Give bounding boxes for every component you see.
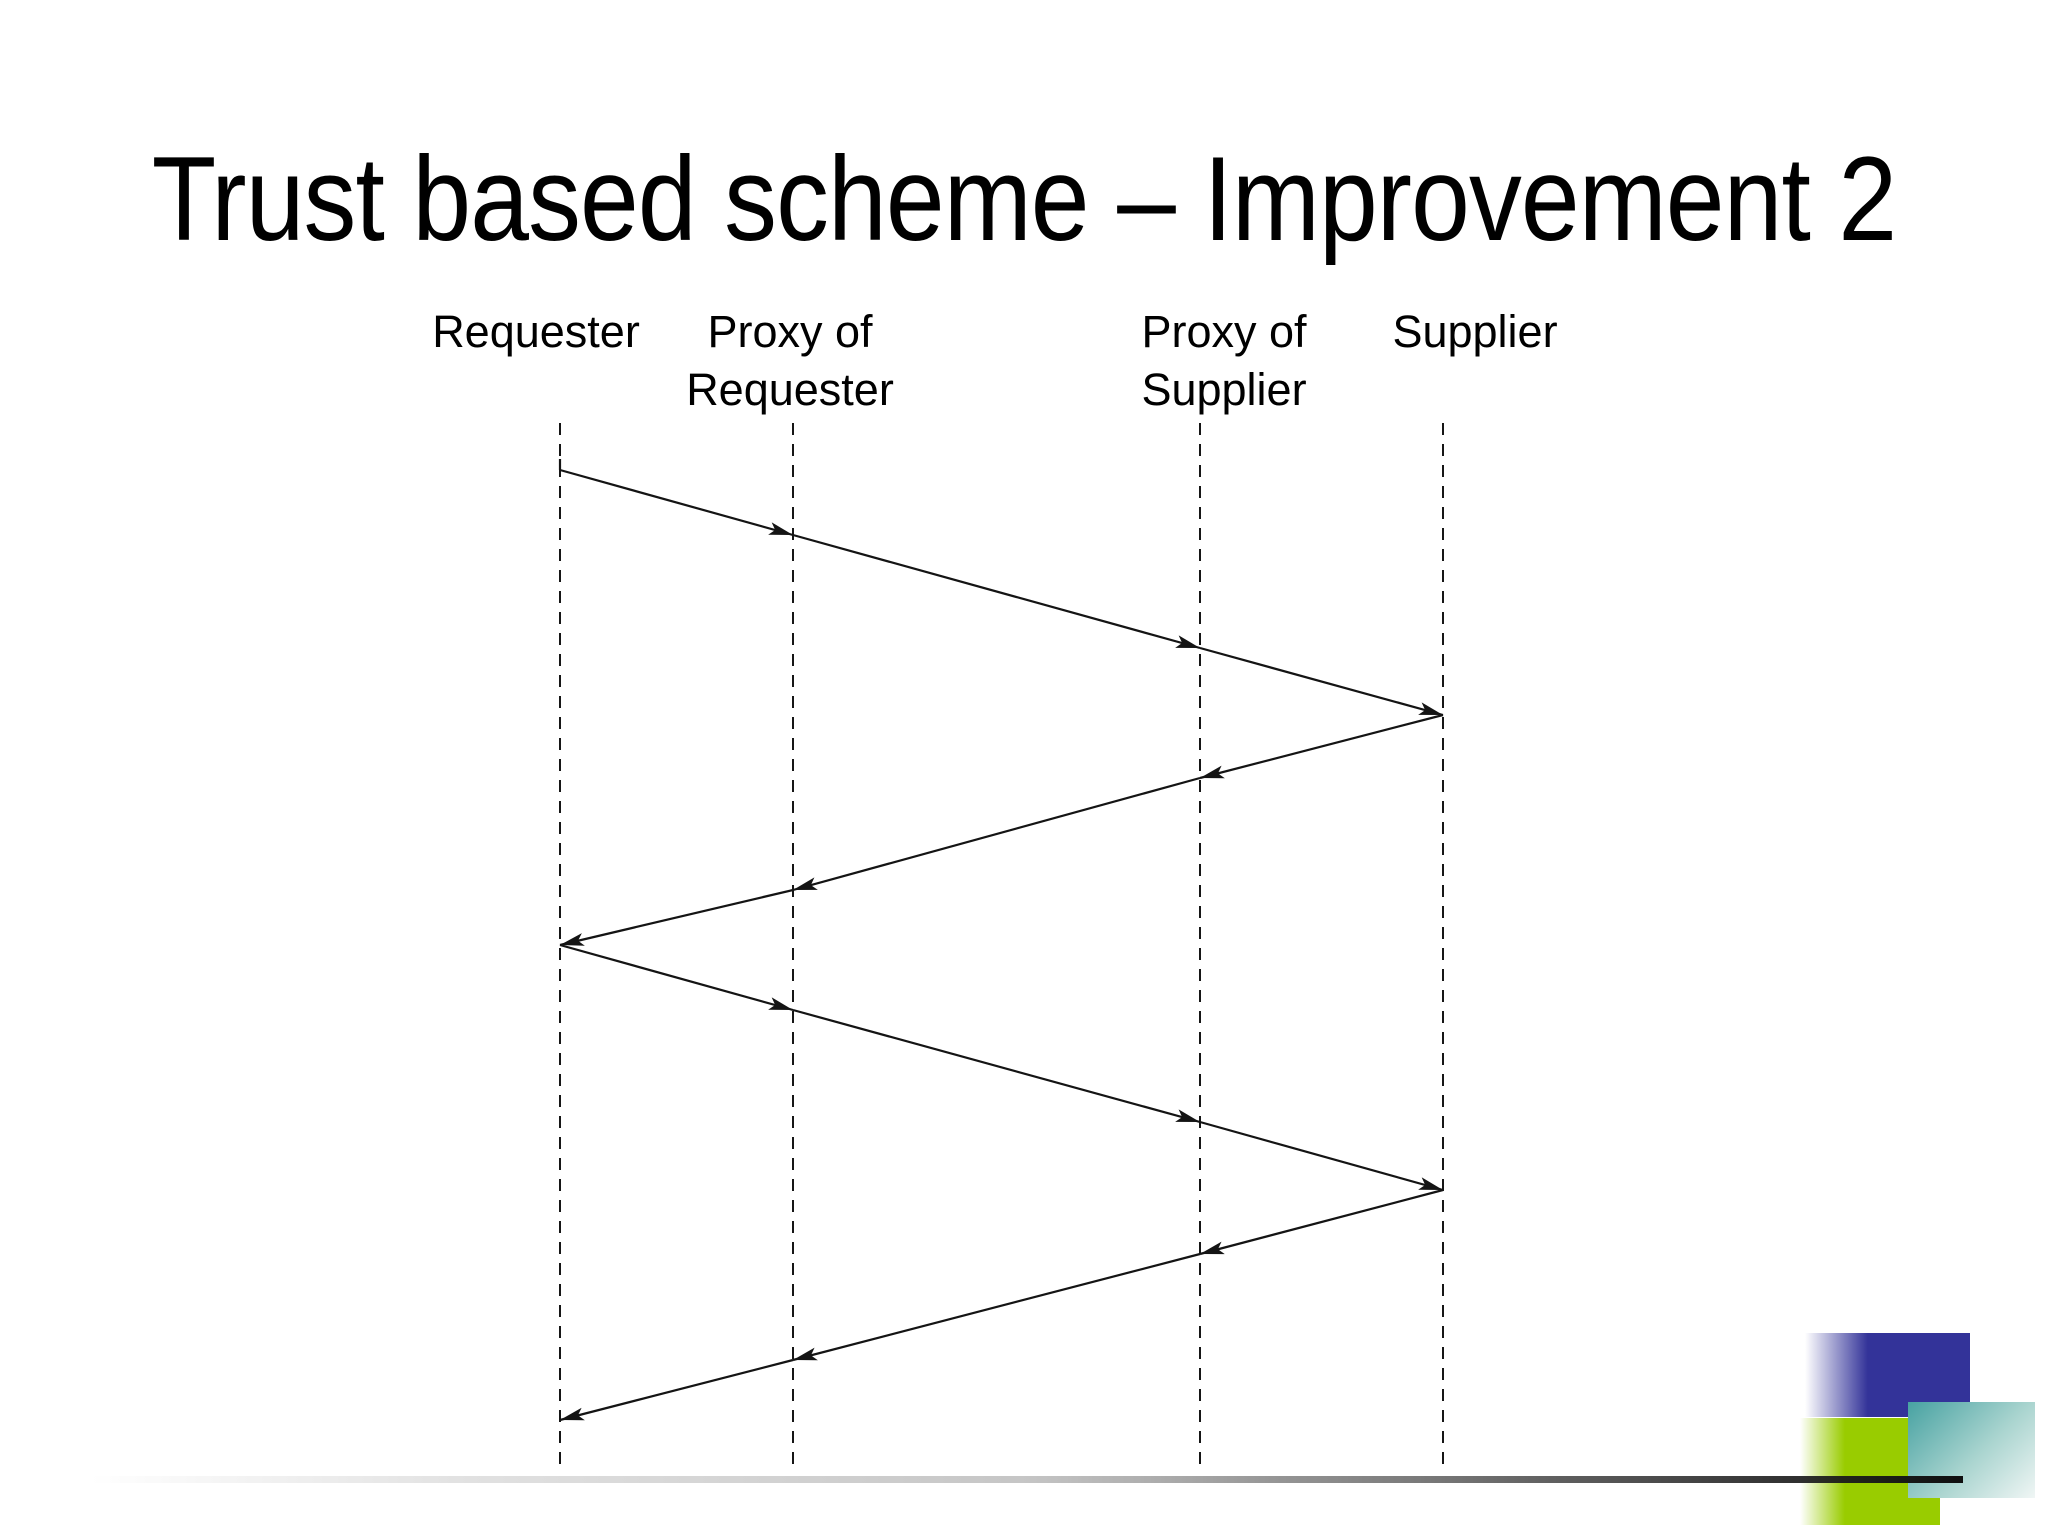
message-arrow-8 (792, 1008, 1201, 1124)
message-arrow-2 (792, 533, 1201, 650)
message-arrow-12 (559, 1358, 794, 1422)
footer-rule (90, 1476, 1963, 1483)
message-arrow-1 (559, 468, 794, 537)
message-arrow-3 (1199, 646, 1444, 717)
message-arrow-6 (559, 888, 794, 947)
lifeline-label-proxy-of-supplier: Proxy of Supplier (1141, 306, 1307, 415)
message-arrow-4 (1199, 713, 1444, 780)
logo-teal-square (1908, 1402, 2035, 1498)
lifeline-label-supplier: Supplier (1392, 306, 1558, 357)
message-arrow-7 (559, 943, 794, 1012)
lifeline-label-proxy-of-requester: Proxy of Requester (686, 306, 894, 415)
message-arrow-5 (792, 776, 1201, 892)
slide-title: Trust based scheme – Improvement 2 (151, 132, 1897, 266)
message-arrow-10 (1199, 1188, 1444, 1256)
lifeline-label-requester: Requester (432, 306, 640, 357)
message-arrow-9 (1199, 1120, 1444, 1192)
message-arrow-11 (792, 1252, 1201, 1362)
